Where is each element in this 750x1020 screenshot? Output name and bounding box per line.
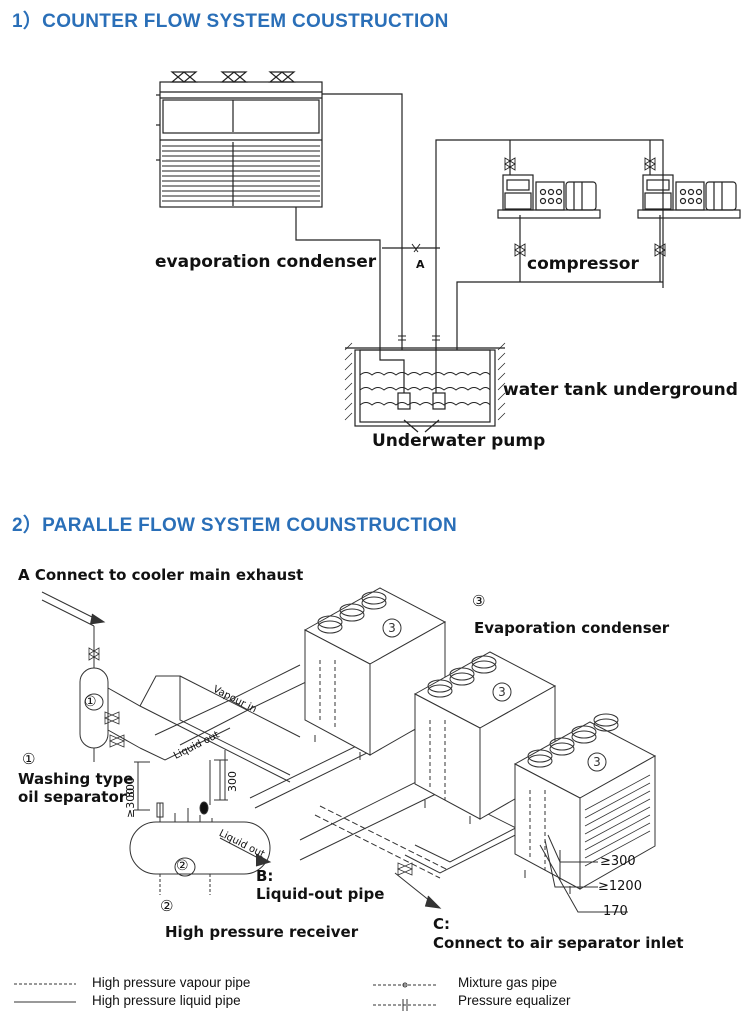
marker-3-header: ③ [472,592,486,610]
label-c-name: Connect to air separator inlet [433,934,684,952]
evaporation-condenser-iso-1 [303,587,447,760]
evaporation-condenser-iso-3 [513,713,657,894]
section1-title: 1）COUNTER FLOW SYSTEM COUSTRUCTION [12,11,449,32]
label-dim-300-b: 300 [226,771,239,792]
label-water-tank: water tank underground [503,380,738,400]
label-underwater-pump: Underwater pump [372,431,546,451]
label-dim-ge1200: ≥1200 [598,879,642,894]
legend-lines [14,982,437,1011]
section2-title: 2）PARALLE FLOW SYSTEM COUNSTRUCTION [12,515,458,536]
legend-pressure-eq: Pressure equalizer [458,993,571,1008]
section1-pipes [295,93,666,350]
marker-2-receiver: ② [176,858,189,874]
marker-3-condenser-2: 3 [498,685,506,699]
valve-icon [396,862,414,876]
label-dim-ge300: ≥300 [600,854,636,869]
compressor-unit-1 [497,174,601,219]
label-c-code: C: [433,915,451,933]
marker-1-caption: ① [22,750,36,768]
valve-icon [108,734,126,748]
label-b-code: B: [256,867,274,885]
dimension-marks-right [539,834,628,913]
marker-3-condenser-3: 3 [593,755,601,769]
legend-mixture-gas: Mixture gas pipe [458,975,558,990]
legend-liquid-pipe: High pressure liquid pipe [92,993,241,1008]
label-compressor: compressor [527,254,639,274]
label-valve-a: A [416,258,425,271]
label-a-connect: A Connect to cooler main exhaust [18,566,304,584]
evaporation-condenser-unit [156,71,323,208]
oil-separator-vessel [79,667,109,762]
marker-3-condenser-1: 3 [388,621,396,635]
high-pressure-receiver [129,801,271,895]
label-washing-type: Washing type [18,770,134,788]
marker-1-separator: ① [84,694,97,710]
label-b-name: Liquid-out pipe [256,885,385,903]
inlet-arrow-a [41,591,106,668]
marker-2-caption: ② [160,897,174,915]
condenser-internal-pipes [319,660,546,870]
legend-vapour-pipe: High pressure vapour pipe [92,975,251,990]
compressor-unit-2 [637,174,741,219]
label-evaporation-condenser: evaporation condenser [155,252,377,272]
label-dim-ge300-v: ≥300 [124,787,137,818]
dimension-marks-left [134,759,228,811]
valve-icon [103,711,121,725]
label-high-pressure-receiver: High pressure receiver [165,923,359,941]
label-evaporation-condenser-2: Evaporation condenser [474,619,670,637]
valve-icon [88,647,100,661]
label-oil-separator: oil separator [18,788,127,806]
water-tank-underground [344,342,506,433]
label-dim-170: 170 [603,904,628,919]
